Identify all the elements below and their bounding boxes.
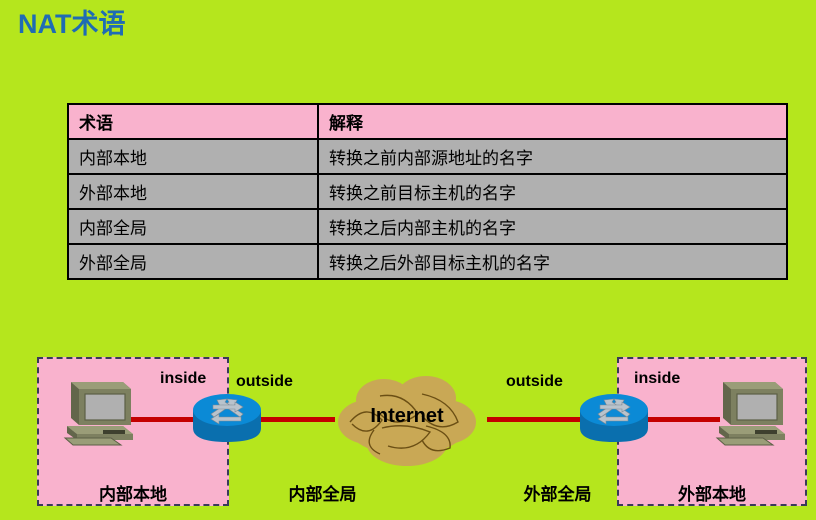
interface-label-outside-left: outside <box>236 373 293 390</box>
zone-caption-inside-local: 内部本地 <box>99 485 167 504</box>
link-cloud-to-router-right <box>487 417 592 422</box>
link-router-left-to-cloud <box>235 417 335 422</box>
cell-explanation: 转换之后外部目标主机的名字 <box>317 243 788 280</box>
interface-label-outside-right: outside <box>506 373 563 390</box>
cell-explanation: 转换之前内部源地址的名字 <box>317 138 788 175</box>
router-icon <box>580 394 648 442</box>
cell-explanation: 转换之前目标主机的名字 <box>317 173 788 210</box>
table-row: 内部本地 转换之前内部源地址的名字 <box>67 138 788 175</box>
cell-term: 外部本地 <box>67 173 319 210</box>
cell-term: 内部本地 <box>67 138 319 175</box>
link-router-right-to-computer <box>615 417 720 422</box>
page-title: NAT术语 <box>18 9 126 39</box>
link-computer-to-router-left <box>110 417 210 422</box>
desktop-computer-icon <box>715 382 785 446</box>
table-row: 外部全局 转换之后外部目标主机的名字 <box>67 243 788 280</box>
cell-term: 外部全局 <box>67 243 319 280</box>
router-icon <box>193 394 261 442</box>
zone-caption-outside-local: 外部本地 <box>678 485 746 504</box>
column-header-term: 术语 <box>67 103 319 140</box>
interface-label-inside-left: inside <box>160 370 207 387</box>
cell-term: 内部全局 <box>67 208 319 245</box>
column-header-explanation: 解释 <box>317 103 788 140</box>
zone-caption-inside-global: 内部全局 <box>288 485 357 504</box>
interface-label-inside-right: inside <box>634 370 681 387</box>
zone-caption-outside-global: 外部全局 <box>523 485 592 504</box>
table-row: 外部本地 转换之前目标主机的名字 <box>67 173 788 210</box>
internet-cloud-icon <box>338 376 476 466</box>
table-header-row: 术语 解释 <box>67 103 788 140</box>
nat-terminology-table: 术语 解释 内部本地 转换之前内部源地址的名字 外部本地 转换之前目标主机的名字… <box>67 103 788 280</box>
nat-network-diagram: Internet <box>0 340 816 520</box>
cell-explanation: 转换之后内部主机的名字 <box>317 208 788 245</box>
desktop-computer-icon <box>63 382 133 446</box>
table-row: 内部全局 转换之后内部主机的名字 <box>67 208 788 245</box>
